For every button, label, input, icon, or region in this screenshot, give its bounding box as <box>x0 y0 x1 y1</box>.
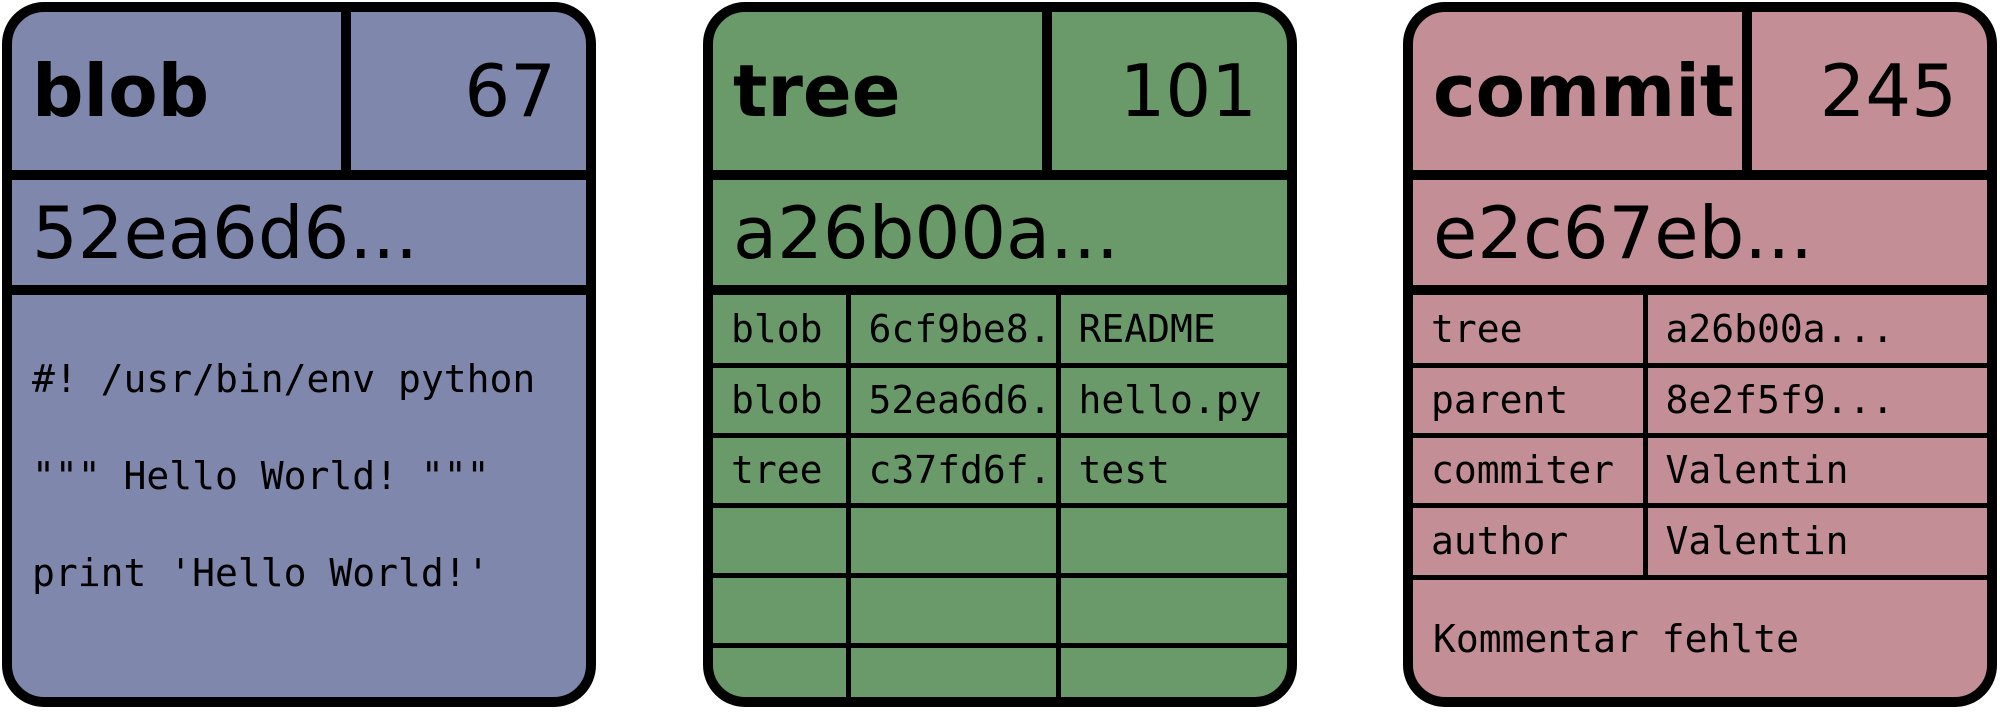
table-row: tree a26b00a... <box>1413 295 1987 368</box>
commit-object-card: commit 245 e2c67eb... tree a26b00a... pa… <box>1403 2 1997 707</box>
tree-entry-hash <box>845 572 1061 648</box>
tree-object-card: tree 101 a26b00a... blob 6cf9be8... READ… <box>703 2 1297 707</box>
tree-entry-hash <box>845 642 1061 697</box>
commit-size-value: 245 <box>1819 49 1957 133</box>
commit-header: commit 245 <box>1413 12 1987 180</box>
commit-type-label: commit <box>1413 12 1752 170</box>
table-row <box>713 502 1287 578</box>
tree-header: tree 101 <box>713 12 1287 180</box>
tree-entry-name <box>1055 502 1287 578</box>
blob-type-label: blob <box>12 12 351 170</box>
blob-content-line: print 'Hello World!' <box>32 551 490 595</box>
tree-size-value: 101 <box>1119 49 1257 133</box>
tree-entry-type <box>713 502 851 578</box>
blob-hash: 52ea6d6... <box>12 180 586 295</box>
table-row: parent 8e2f5f9... <box>1413 362 1987 438</box>
commit-field-value: 8e2f5f9... <box>1642 362 1987 438</box>
commit-hash: e2c67eb... <box>1413 180 1987 295</box>
tree-entry-name: test <box>1055 432 1287 508</box>
blob-content-line: """ Hello World! """ <box>32 454 490 498</box>
tree-entry-type <box>713 572 851 648</box>
tree-entries-table: blob 6cf9be8... README blob 52ea6d6... h… <box>713 295 1287 697</box>
commit-field-key: tree <box>1413 295 1648 368</box>
tree-entry-type: tree <box>713 432 851 508</box>
tree-entry-name <box>1055 572 1287 648</box>
tree-entry-type <box>713 642 851 697</box>
commit-field-value: Valentin <box>1642 502 1987 575</box>
blob-content-line: #! /usr/bin/env python <box>32 357 536 401</box>
blob-header: blob 67 <box>12 12 586 180</box>
commit-message: Kommentar fehlte <box>1413 575 1987 697</box>
commit-field-value: a26b00a... <box>1642 295 1987 368</box>
table-row <box>713 572 1287 648</box>
commit-field-key: parent <box>1413 362 1648 438</box>
commit-field-key: commiter <box>1413 432 1648 508</box>
blob-content: #! /usr/bin/env python """ Hello World! … <box>12 295 586 697</box>
tree-hash: a26b00a... <box>713 180 1287 295</box>
blob-size-value: 67 <box>464 49 556 133</box>
tree-entry-type: blob <box>713 295 851 368</box>
table-row: commiter Valentin <box>1413 432 1987 508</box>
tree-entry-hash <box>845 502 1061 578</box>
commit-fields-table: tree a26b00a... parent 8e2f5f9... commit… <box>1413 295 1987 575</box>
commit-field-value: Valentin <box>1642 432 1987 508</box>
blob-object-card: blob 67 52ea6d6... #! /usr/bin/env pytho… <box>2 2 596 707</box>
tree-entry-hash: 6cf9be8... <box>845 295 1061 368</box>
tree-entry-type: blob <box>713 362 851 438</box>
tree-entry-name: hello.py <box>1055 362 1287 438</box>
table-row: blob 6cf9be8... README <box>713 295 1287 368</box>
tree-entry-name <box>1055 642 1287 697</box>
table-row: tree c37fd6f... test <box>713 432 1287 508</box>
tree-entry-hash: 52ea6d6... <box>845 362 1061 438</box>
table-row: blob 52ea6d6... hello.py <box>713 362 1287 438</box>
table-row: author Valentin <box>1413 502 1987 575</box>
tree-type-label: tree <box>713 12 1052 170</box>
table-row <box>713 642 1287 697</box>
commit-field-key: author <box>1413 502 1648 575</box>
tree-entry-name: README <box>1055 295 1287 368</box>
tree-entry-hash: c37fd6f... <box>845 432 1061 508</box>
